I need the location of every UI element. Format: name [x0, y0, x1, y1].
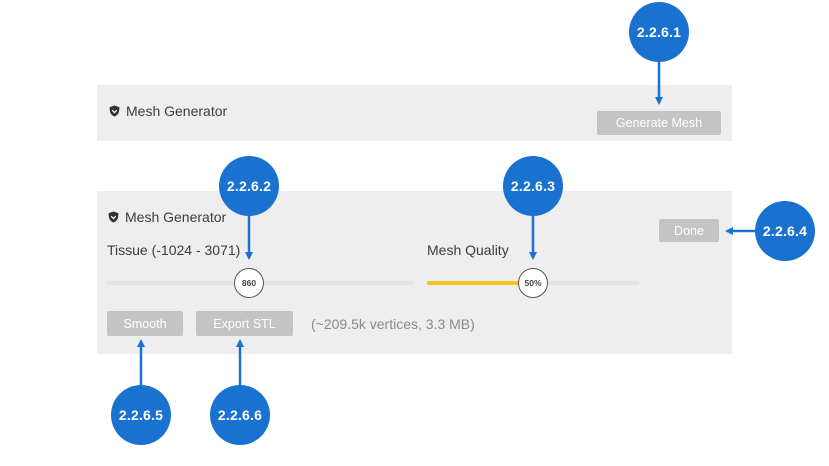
- callout-2-2-6-4: 2.2.6.4: [755, 201, 815, 261]
- mesh-quality-slider-fill: [427, 281, 533, 285]
- mesh-generator-panel-expanded: Mesh Generator Tissue (-1024 - 3071) 860…: [97, 191, 732, 354]
- panel-title: Mesh Generator: [126, 103, 228, 119]
- smooth-button[interactable]: Smooth: [107, 311, 183, 336]
- done-button[interactable]: Done: [659, 219, 719, 242]
- callout-2-2-6-6: 2.2.6.6: [210, 385, 270, 445]
- panel-title: Mesh Generator: [125, 209, 227, 225]
- panel-header: Mesh Generator: [109, 103, 227, 119]
- callout-2-2-6-1: 2.2.6.1: [629, 2, 689, 62]
- shield-icon: [108, 211, 119, 223]
- callout-2-2-6-3: 2.2.6.3: [503, 156, 563, 216]
- callout-2-2-6-5: 2.2.6.5: [111, 385, 171, 445]
- export-stl-button[interactable]: Export STL: [196, 311, 293, 336]
- generate-mesh-button[interactable]: Generate Mesh: [597, 111, 721, 135]
- tissue-label: Tissue (-1024 - 3071): [107, 242, 241, 258]
- callout-2-2-6-2: 2.2.6.2: [219, 156, 279, 216]
- tissue-slider-thumb[interactable]: 860: [234, 268, 264, 298]
- mesh-generator-panel-collapsed: Mesh Generator Generate Mesh: [97, 85, 732, 141]
- mesh-quality-slider-thumb[interactable]: 50%: [518, 268, 548, 298]
- mesh-quality-label: Mesh Quality: [427, 242, 509, 258]
- mesh-info-text: (~209.5k vertices, 3.3 MB): [311, 316, 475, 332]
- panel-header: Mesh Generator: [108, 209, 226, 225]
- shield-icon: [109, 105, 120, 117]
